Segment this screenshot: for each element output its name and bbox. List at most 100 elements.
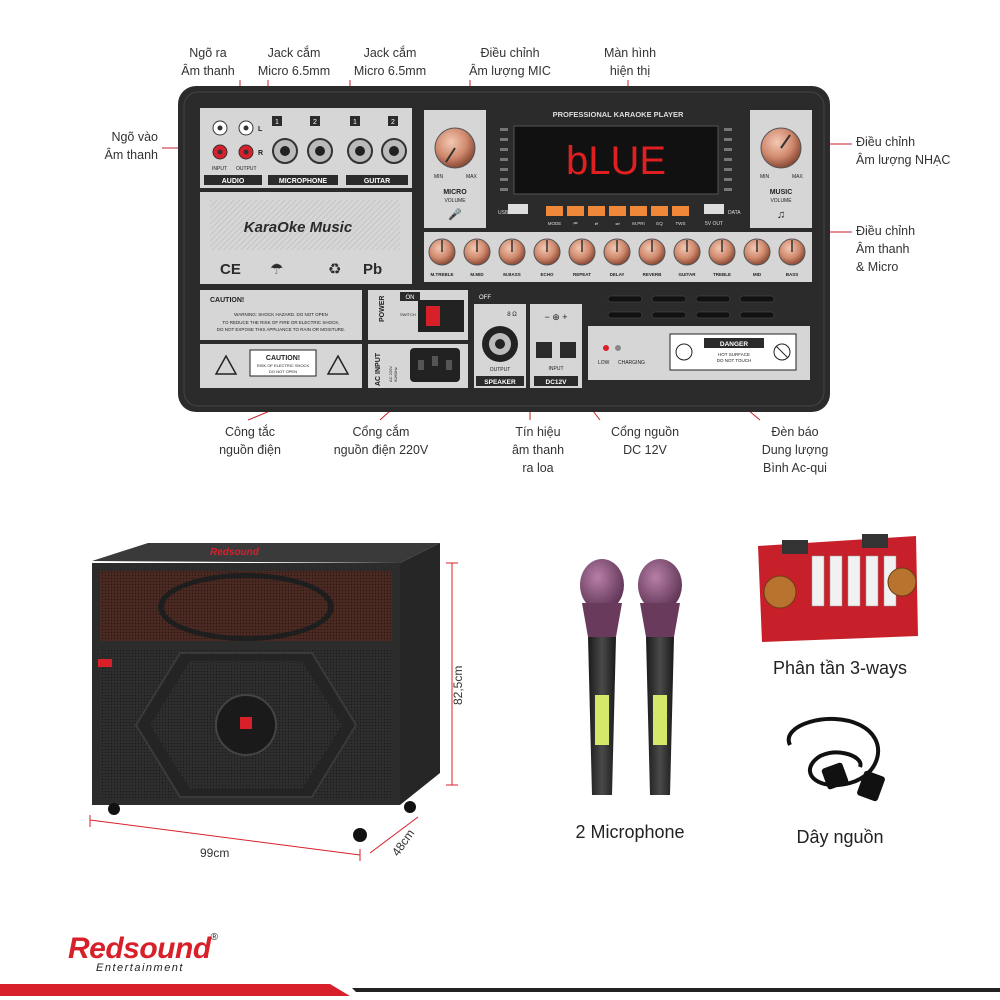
wheel	[404, 801, 416, 813]
svg-text:POWER: POWER	[379, 296, 386, 322]
eq-knob-label: GUITAR	[679, 272, 697, 277]
svg-text:1: 1	[353, 119, 357, 126]
eq-knob-label: ECHO	[540, 272, 554, 277]
label-r: R	[258, 150, 263, 157]
panel-title: PROFESSIONAL KARAOKE PLAYER	[553, 110, 684, 119]
function-button[interactable]	[651, 206, 668, 216]
microphone-jacks: 1 2 MICROPHONE	[268, 116, 338, 185]
svg-text:2: 2	[313, 119, 317, 126]
function-button[interactable]	[672, 206, 689, 216]
usb-5v-port[interactable]	[704, 204, 724, 214]
callout-display: Màn hình hiện thị	[603, 46, 657, 78]
svg-text:MUSIC: MUSIC	[770, 189, 793, 196]
brand-tag	[98, 659, 112, 667]
callout-battery-led: Đèn báo Dung lượng Bình Ac-qui	[761, 425, 829, 475]
svg-text:MAX: MAX	[792, 174, 804, 180]
caution-heading: CAUTION!	[210, 297, 244, 304]
wheel	[108, 803, 120, 815]
audio-jacks: L R INPUT OUTPUT AUDIO	[204, 120, 263, 185]
dc-terminal-positive[interactable]	[560, 342, 576, 358]
svg-text:DO NOT TOUCH: DO NOT TOUCH	[717, 358, 752, 363]
brand-logo: Redsound® Entertainment	[68, 932, 219, 974]
label-output: OUTPUT	[236, 166, 257, 172]
svg-text:INPUT: INPUT	[549, 366, 564, 372]
microphones-image	[580, 559, 682, 795]
function-button-label: M.PRI	[632, 221, 645, 226]
svg-text:CHARGING: CHARGING	[618, 360, 645, 366]
callout-power-switch: Công tắc nguồn điện	[219, 425, 281, 457]
function-button-label: EQ	[656, 221, 663, 226]
callout-eq: Điều chỉnh Âm thanh & Micro	[856, 224, 916, 274]
svg-text:USB: USB	[498, 210, 509, 216]
power-switch[interactable]	[418, 300, 464, 332]
eq-knob-label: M.MID	[470, 272, 484, 277]
dc-terminal-negative[interactable]	[536, 342, 552, 358]
callout-speaker-out: Tín hiệu âm thanh ra loa	[511, 425, 565, 475]
callout-mic-jack: Jack cắm Micro 6.5mm	[257, 46, 331, 78]
microphone-icon: 🎤	[448, 207, 462, 221]
crossover-image	[758, 534, 918, 642]
svg-text:RISK OF ELECTRIC SHOCK: RISK OF ELECTRIC SHOCK	[257, 363, 310, 368]
power-cord-image	[786, 716, 885, 802]
callout-audio-in: Ngõ vào Âm thanh	[104, 130, 158, 162]
caption-crossover: Phân tần 3-ways	[772, 658, 908, 678]
ce-mark: CE	[220, 261, 241, 278]
music-note-icon: ♫	[777, 209, 785, 221]
svg-text:CAUTION!: CAUTION!	[266, 355, 300, 362]
usb-port[interactable]	[508, 204, 528, 214]
microphone-left	[580, 559, 624, 795]
caption-microphones: 2 Microphone	[575, 822, 685, 842]
low-battery-led	[603, 345, 609, 351]
svg-text:HOT SURFACE: HOT SURFACE	[718, 352, 750, 357]
dim-depth: 48cm	[389, 827, 417, 859]
eq-knob-label: TREBLE	[713, 272, 731, 277]
warning-icon	[326, 354, 350, 375]
svg-text:MIN: MIN	[760, 174, 770, 180]
caption-power-cord: Dây nguồn	[796, 827, 884, 847]
microphone-right	[638, 559, 682, 795]
function-button[interactable]	[546, 206, 563, 216]
svg-text:ON: ON	[406, 295, 415, 301]
function-button-label: TWS	[676, 221, 686, 226]
svg-text:DO NOT OPEN: DO NOT OPEN	[269, 369, 297, 374]
eq-knob-label: REVERB	[643, 272, 663, 277]
svg-text:DC12V: DC12V	[546, 379, 568, 386]
svg-text:MICRO: MICRO	[443, 189, 467, 196]
vent-slots	[607, 295, 775, 319]
svg-text:WARNING: SHOCK HAZARD. DO NOT: WARNING: SHOCK HAZARD. DO NOT OPEN	[234, 312, 328, 317]
callout-mic-volume: Điều chỉnh Âm lượng MIC	[469, 46, 551, 78]
brand-name: Redsound	[68, 932, 211, 965]
label-microphone: MICROPHONE	[279, 178, 328, 185]
svg-text:− ⊕ +: − ⊕ +	[544, 312, 567, 322]
svg-text:VOLUME: VOLUME	[444, 198, 466, 204]
function-button[interactable]	[588, 206, 605, 216]
eq-knob-label: M.TREBLE	[431, 272, 454, 277]
callout-guitar-jack: Jack cắm Micro 6.5mm	[353, 46, 427, 78]
label-audio: AUDIO	[222, 178, 245, 185]
svg-text:LOW: LOW	[598, 360, 610, 366]
umbrella-icon: ☂	[270, 261, 283, 278]
display-text: bLUE	[566, 139, 666, 183]
eq-knob-label: DELAY	[610, 272, 625, 277]
function-button-label: ⏭	[615, 221, 619, 226]
label-l: L	[258, 126, 263, 133]
function-button-label: MODE	[548, 221, 562, 226]
karaoke-logo: KaraOke Music	[244, 219, 353, 236]
callout-audio-out: Ngõ ra Âm thanh	[181, 46, 235, 78]
callout-ac-input: Cổng cắm nguồn điện 220V	[333, 425, 429, 457]
svg-text:AC INPUT: AC INPUT	[375, 352, 382, 386]
svg-text:OUTPUT: OUTPUT	[490, 367, 511, 373]
function-button[interactable]	[609, 206, 626, 216]
top-brand: Redsound	[210, 547, 260, 558]
footer-bar	[0, 984, 1000, 996]
function-button[interactable]	[567, 206, 584, 216]
svg-text:MAX: MAX	[466, 174, 478, 180]
pb-mark: Pb	[363, 261, 382, 278]
function-button-label: ⏯	[595, 221, 599, 226]
dim-width: 99cm	[200, 846, 229, 860]
eq-knob-label: M.BASS	[503, 272, 521, 277]
svg-text:MIN: MIN	[434, 174, 444, 180]
svg-text:OFF: OFF	[479, 295, 491, 301]
svg-text:2: 2	[391, 119, 395, 126]
function-button[interactable]	[630, 206, 647, 216]
